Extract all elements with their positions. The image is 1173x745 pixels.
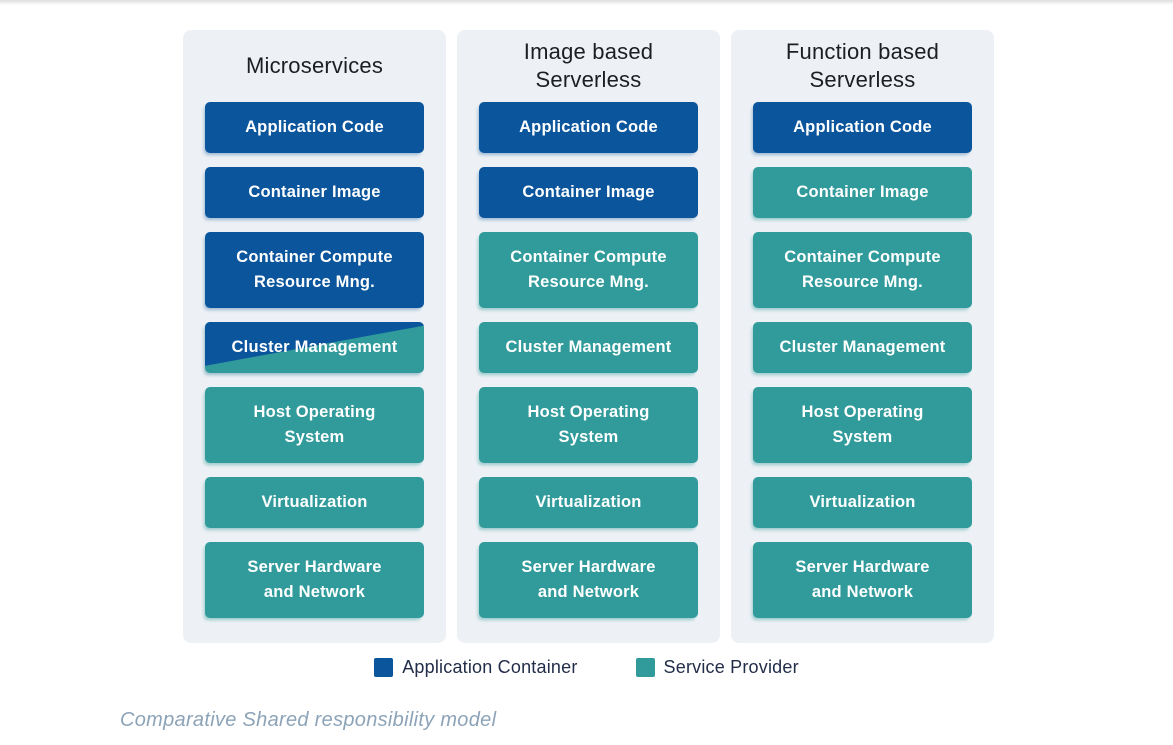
legend-item-service-provider: Service Provider [635, 657, 799, 678]
column-panel-microservices: Microservices Application Code Container… [183, 30, 446, 643]
layer-box-cluster-management: Cluster Management [205, 322, 424, 373]
layer-box-virtualization: Virtualization [753, 477, 972, 528]
layer-box-host-os: Host Operating System [753, 387, 972, 463]
layer-box-server-hardware: Server Hardware and Network [479, 542, 698, 618]
layer-box-server-hardware: Server Hardware and Network [753, 542, 972, 618]
layer-label: Server Hardware and Network [521, 558, 656, 601]
layer-box-application-code: Application Code [205, 102, 424, 153]
layer-label: Host Operating System [253, 403, 376, 446]
layer-stack: Application Code Container Image Contain… [753, 102, 972, 618]
layer-label: Server Hardware and Network [795, 558, 930, 601]
layer-box-host-os: Host Operating System [479, 387, 698, 463]
layer-label: Container Image [248, 183, 381, 201]
layer-box-virtualization: Virtualization [205, 477, 424, 528]
layer-box-application-code: Application Code [479, 102, 698, 153]
application-container-swatch-icon [374, 658, 394, 677]
layer-label: Cluster Management [505, 338, 672, 356]
layer-box-host-os: Host Operating System [205, 387, 424, 463]
layer-box-container-compute: Container Compute Resource Mng. [479, 232, 698, 308]
columns-row: Microservices Application Code Container… [183, 30, 994, 643]
layer-label: Host Operating System [527, 403, 650, 446]
layer-label: Application Code [519, 118, 658, 136]
service-provider-swatch-icon [635, 658, 655, 677]
column-panel-image-based-serverless: Image based Serverless Application Code … [457, 30, 720, 643]
layer-label: Virtualization [261, 493, 368, 511]
layer-box-container-image: Container Image [753, 167, 972, 218]
figure-caption: Comparative Shared responsibility model [120, 709, 497, 731]
column-title: Function based Serverless [785, 39, 940, 92]
layer-box-cluster-management: Cluster Management [753, 322, 972, 373]
layer-label: Virtualization [535, 493, 642, 511]
layer-box-cluster-management: Cluster Management [479, 322, 698, 373]
layer-label: Application Code [245, 118, 384, 136]
legend-label: Service Provider [663, 657, 799, 677]
layer-box-container-image: Container Image [479, 167, 698, 218]
layer-label: Container Compute Resource Mng. [784, 248, 941, 291]
layer-stack: Application Code Container Image Contain… [205, 102, 424, 618]
layer-label: Application Code [793, 118, 932, 136]
layer-label: Host Operating System [801, 403, 924, 446]
layer-box-container-image: Container Image [205, 167, 424, 218]
layer-label: Container Image [522, 183, 655, 201]
layer-label: Container Compute Resource Mng. [236, 248, 393, 291]
layer-label: Container Image [796, 183, 929, 201]
legend-item-application-container: Application Container [374, 657, 577, 678]
layer-stack: Application Code Container Image Contain… [479, 102, 698, 618]
legend-label: Application Container [402, 657, 578, 677]
layer-box-server-hardware: Server Hardware and Network [205, 542, 424, 618]
layer-label: Cluster Management [231, 338, 398, 356]
column-title: Microservices [245, 53, 384, 78]
layer-label: Server Hardware and Network [247, 558, 382, 601]
layer-box-application-code: Application Code [753, 102, 972, 153]
column-title: Image based Serverless [523, 39, 654, 92]
layer-box-container-compute: Container Compute Resource Mng. [753, 232, 972, 308]
layer-label: Virtualization [809, 493, 916, 511]
layer-box-virtualization: Virtualization [479, 477, 698, 528]
layer-label: Cluster Management [779, 338, 946, 356]
legend: Application Container Service Provider [0, 657, 1173, 678]
top-edge-shadow [0, 0, 1173, 5]
layer-label: Container Compute Resource Mng. [510, 248, 667, 291]
layer-box-container-compute: Container Compute Resource Mng. [205, 232, 424, 308]
column-panel-function-based-serverless: Function based Serverless Application Co… [731, 30, 994, 643]
